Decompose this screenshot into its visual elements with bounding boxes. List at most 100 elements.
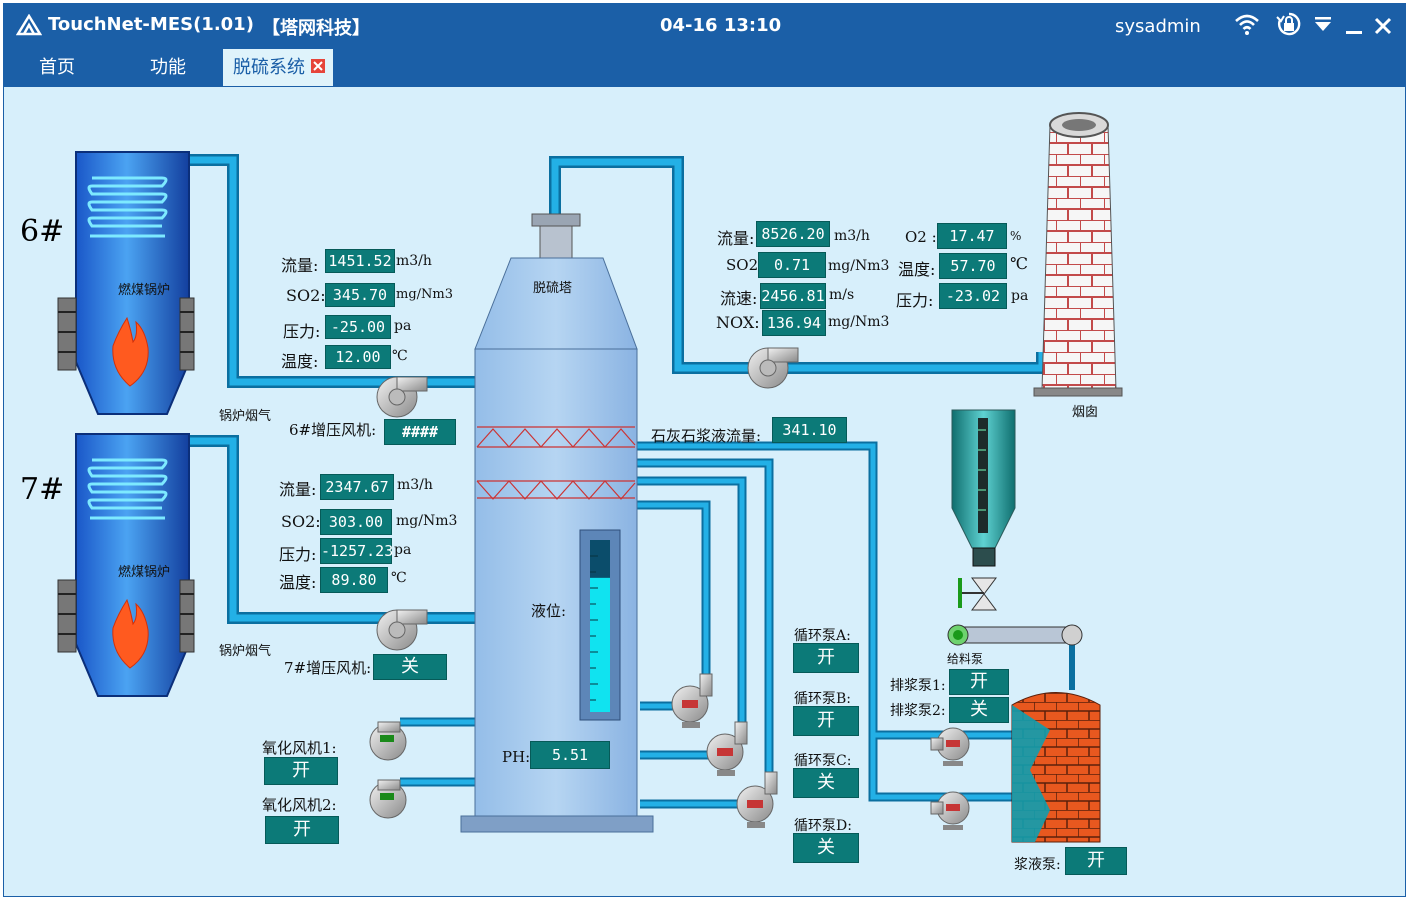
pump-c-toggle[interactable]: 关 [793, 768, 859, 798]
feed-valve-icon [958, 577, 997, 611]
outlet-flow-label: 流量: [717, 229, 755, 248]
boiler-6-pressure-label: 压力: [283, 322, 321, 341]
outlet-temp-value: 57.70 [939, 253, 1007, 279]
boiler-6-so2-value: 345.70 [325, 283, 395, 307]
boiler-7-id: 7# [20, 472, 65, 507]
pump-b-label: 循环泵B: [794, 691, 852, 707]
boiler-6-name: 燃煤锅炉 [118, 283, 171, 298]
drain-pump-2-label: 排浆泵2: [890, 703, 946, 719]
boiler-7-so2-value: 303.00 [320, 509, 392, 535]
tab-functions[interactable]: 功能 [150, 57, 186, 78]
outlet-speed-unit: m/s [829, 287, 855, 303]
oxidation-fan-2-label: 氧化风机2: [262, 796, 337, 814]
boiler-7-temp-value: 89.80 [320, 567, 388, 593]
outlet-so2-unit: mg/Nm3 [828, 258, 890, 274]
outlet-o2-value: 17.47 [937, 223, 1007, 249]
outlet-nox-value: 136.94 [762, 310, 826, 336]
boiler-6-flue-label: 锅炉烟气 [219, 409, 272, 424]
boiler-7-temp-unit: ℃ [391, 570, 407, 586]
boiler-7-flow-value: 2347.67 [320, 474, 394, 500]
boiler-7-so2-label: SO2: [281, 512, 321, 531]
lock-rotate-icon[interactable] [1276, 12, 1302, 38]
boiler-6-temp-value: 12.00 [325, 345, 391, 369]
oxidation-fan-2-toggle[interactable]: 开 [265, 816, 339, 844]
oxidation-fan-1-label: 氧化风机1: [262, 739, 337, 757]
tab-close-icon[interactable] [311, 59, 325, 73]
outlet-so2-value: 0.71 [758, 252, 826, 278]
outlet-temp-unit: ℃ [1010, 254, 1028, 273]
pump-c-label: 循环泵C: [794, 753, 852, 769]
dropdown-menu-icon[interactable] [1313, 14, 1333, 34]
boiler-7-pressure-unit: pa [394, 542, 412, 558]
outlet-flow-unit: m3/h [834, 228, 870, 244]
app-title: TouchNet-MES(1.01) [48, 14, 254, 35]
lime-silo [951, 409, 1016, 567]
slurry-tank [1011, 692, 1101, 843]
user-name[interactable]: sysadmin [1115, 16, 1201, 37]
boiler-6-flow-value: 1451.52 [325, 249, 395, 273]
discharge-pump-2-icon [930, 791, 970, 830]
boiler-7-flow-label: 流量: [279, 480, 317, 499]
app-logo-icon [16, 14, 42, 36]
chimney [1033, 112, 1123, 397]
pump-d-label: 循环泵D: [794, 818, 852, 834]
boiler-6-temp-label: 温度: [281, 352, 319, 371]
outlet-pressure-unit: pa [1011, 288, 1029, 304]
outlet-speed-value: 2456.81 [760, 283, 826, 309]
title-bar [3, 3, 1406, 49]
outlet-nox-label: NOX: [716, 313, 760, 332]
tower-name: 脱硫塔 [533, 281, 573, 296]
boiler-6-so2-unit: mg/Nm3 [396, 287, 454, 302]
slurry-flow-label: 石灰石浆液流量: [651, 427, 762, 445]
tower-level-fill [590, 577, 610, 712]
datetime: 04-16 13:10 [660, 15, 782, 36]
circulation-pump-c-icon [736, 771, 778, 828]
boiler-6-flow-unit: m3/h [396, 253, 432, 269]
fan-6-label: 6#增压风机: [289, 421, 377, 439]
company-name: 【塔网科技】 [262, 18, 370, 39]
drain-pump-1-toggle[interactable]: 开 [949, 669, 1009, 695]
pump-b-toggle[interactable]: 开 [793, 706, 859, 736]
fan-7-toggle[interactable]: 关 [373, 654, 447, 680]
tower-ph-value: 5.51 [530, 741, 610, 769]
outlet-so2-label: SO2: [726, 256, 764, 274]
circulation-pump-a-icon [671, 673, 713, 728]
fan-6-value[interactable]: #### [384, 419, 456, 445]
tab-home[interactable]: 首页 [39, 57, 75, 78]
booster-fan-7-icon [376, 609, 428, 651]
oxidation-fan-1-toggle[interactable]: 开 [264, 757, 338, 785]
outlet-o2-label: O2 : [905, 228, 937, 246]
outlet-pressure-value: -23.02 [939, 283, 1007, 309]
pump-a-toggle[interactable]: 开 [793, 643, 859, 673]
boiler-7-temp-label: 温度: [279, 573, 317, 592]
discharge-pump-1-icon [930, 727, 970, 766]
boiler-7-flue-label: 锅炉烟气 [219, 644, 272, 659]
boiler-6-id: 6# [20, 214, 65, 249]
pump-d-toggle[interactable]: 关 [793, 833, 859, 863]
boiler-7-pressure-value: -1257.23 [320, 538, 393, 564]
boiler-6-pressure-value: -25.00 [325, 315, 391, 339]
outlet-temp-label: 温度: [898, 260, 936, 279]
boiler-7-so2-unit: mg/Nm3 [396, 513, 458, 529]
feeder-label: 给料泵 [947, 652, 984, 666]
slurry-pump-toggle[interactable]: 开 [1065, 847, 1127, 875]
outlet-o2-unit: % [1010, 229, 1022, 243]
circulation-pump-b-icon [706, 721, 748, 776]
drain-pump-1-label: 排浆泵1: [890, 678, 946, 694]
oxidation-fan-1-icon [369, 721, 407, 761]
boiler-7 [57, 433, 195, 697]
wifi-icon[interactable] [1233, 12, 1261, 36]
boiler-6-flow-label: 流量: [281, 256, 319, 275]
minimize-icon[interactable] [1346, 31, 1362, 34]
boiler-7-pressure-label: 压力: [279, 545, 317, 564]
fan-7-label: 7#增压风机: [284, 659, 372, 677]
oxidation-fan-2-icon [369, 779, 407, 819]
tower-ph-label: PH: [502, 748, 531, 766]
boiler-6-temp-unit: ℃ [392, 348, 408, 364]
outlet-speed-label: 流速: [720, 289, 758, 308]
outlet-flow-value: 8526.20 [756, 221, 830, 247]
drain-pump-2-toggle[interactable]: 关 [949, 697, 1009, 723]
close-icon[interactable] [1374, 17, 1392, 35]
boiler-6-pressure-unit: pa [394, 318, 412, 334]
